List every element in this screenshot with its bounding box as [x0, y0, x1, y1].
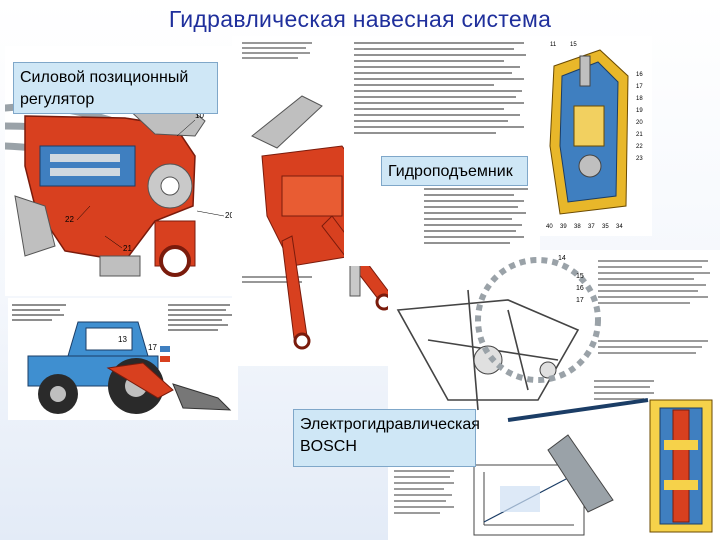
callout-10: 10	[195, 111, 204, 120]
callout-13: 13	[118, 335, 127, 344]
caption-hydraulic-lift: Гидроподъемник	[381, 156, 528, 186]
lift-text-sheet	[344, 36, 540, 266]
callout-40: 40	[546, 224, 553, 230]
slide-title: Гидравлическая навесная система	[168, 6, 552, 32]
callout-34: 34	[616, 224, 623, 230]
callout-38: 38	[574, 224, 581, 230]
lift-cross-section: 11 15 16 17 18 19 20 21 22 23 40 39 38 3…	[540, 36, 652, 236]
callout-37: 37	[588, 224, 595, 230]
callout-18: 18	[636, 96, 643, 102]
callout-20: 20	[636, 120, 643, 126]
callout-16: 16	[576, 285, 584, 292]
callout-17: 17	[576, 297, 584, 304]
callout-15: 15	[576, 273, 584, 280]
callout-19: 19	[636, 108, 643, 114]
callout-21: 21	[636, 132, 643, 138]
callout-16: 16	[636, 72, 643, 78]
callout-15: 15	[570, 42, 577, 48]
caption-power-position-regulator: Силовой позиционный регулятор	[13, 62, 218, 114]
callout-21: 21	[123, 244, 132, 253]
callout-23: 23	[636, 156, 643, 162]
callout-22: 22	[65, 215, 74, 224]
callout-35: 35	[602, 224, 609, 230]
callout-20: 20	[225, 211, 234, 220]
callout-17: 17	[148, 343, 157, 352]
callout-11: 11	[550, 42, 557, 48]
tractor-scheme: 13 17	[8, 298, 238, 420]
callout-22: 22	[636, 144, 643, 150]
caption-bosch-electrohydraulic: Электрогидравлическая BOSCH	[293, 409, 480, 467]
bosch-diagram: 14 15 16 17	[388, 250, 720, 540]
callout-39: 39	[560, 224, 567, 230]
callout-14: 14	[558, 255, 566, 262]
callout-17: 17	[636, 84, 643, 90]
